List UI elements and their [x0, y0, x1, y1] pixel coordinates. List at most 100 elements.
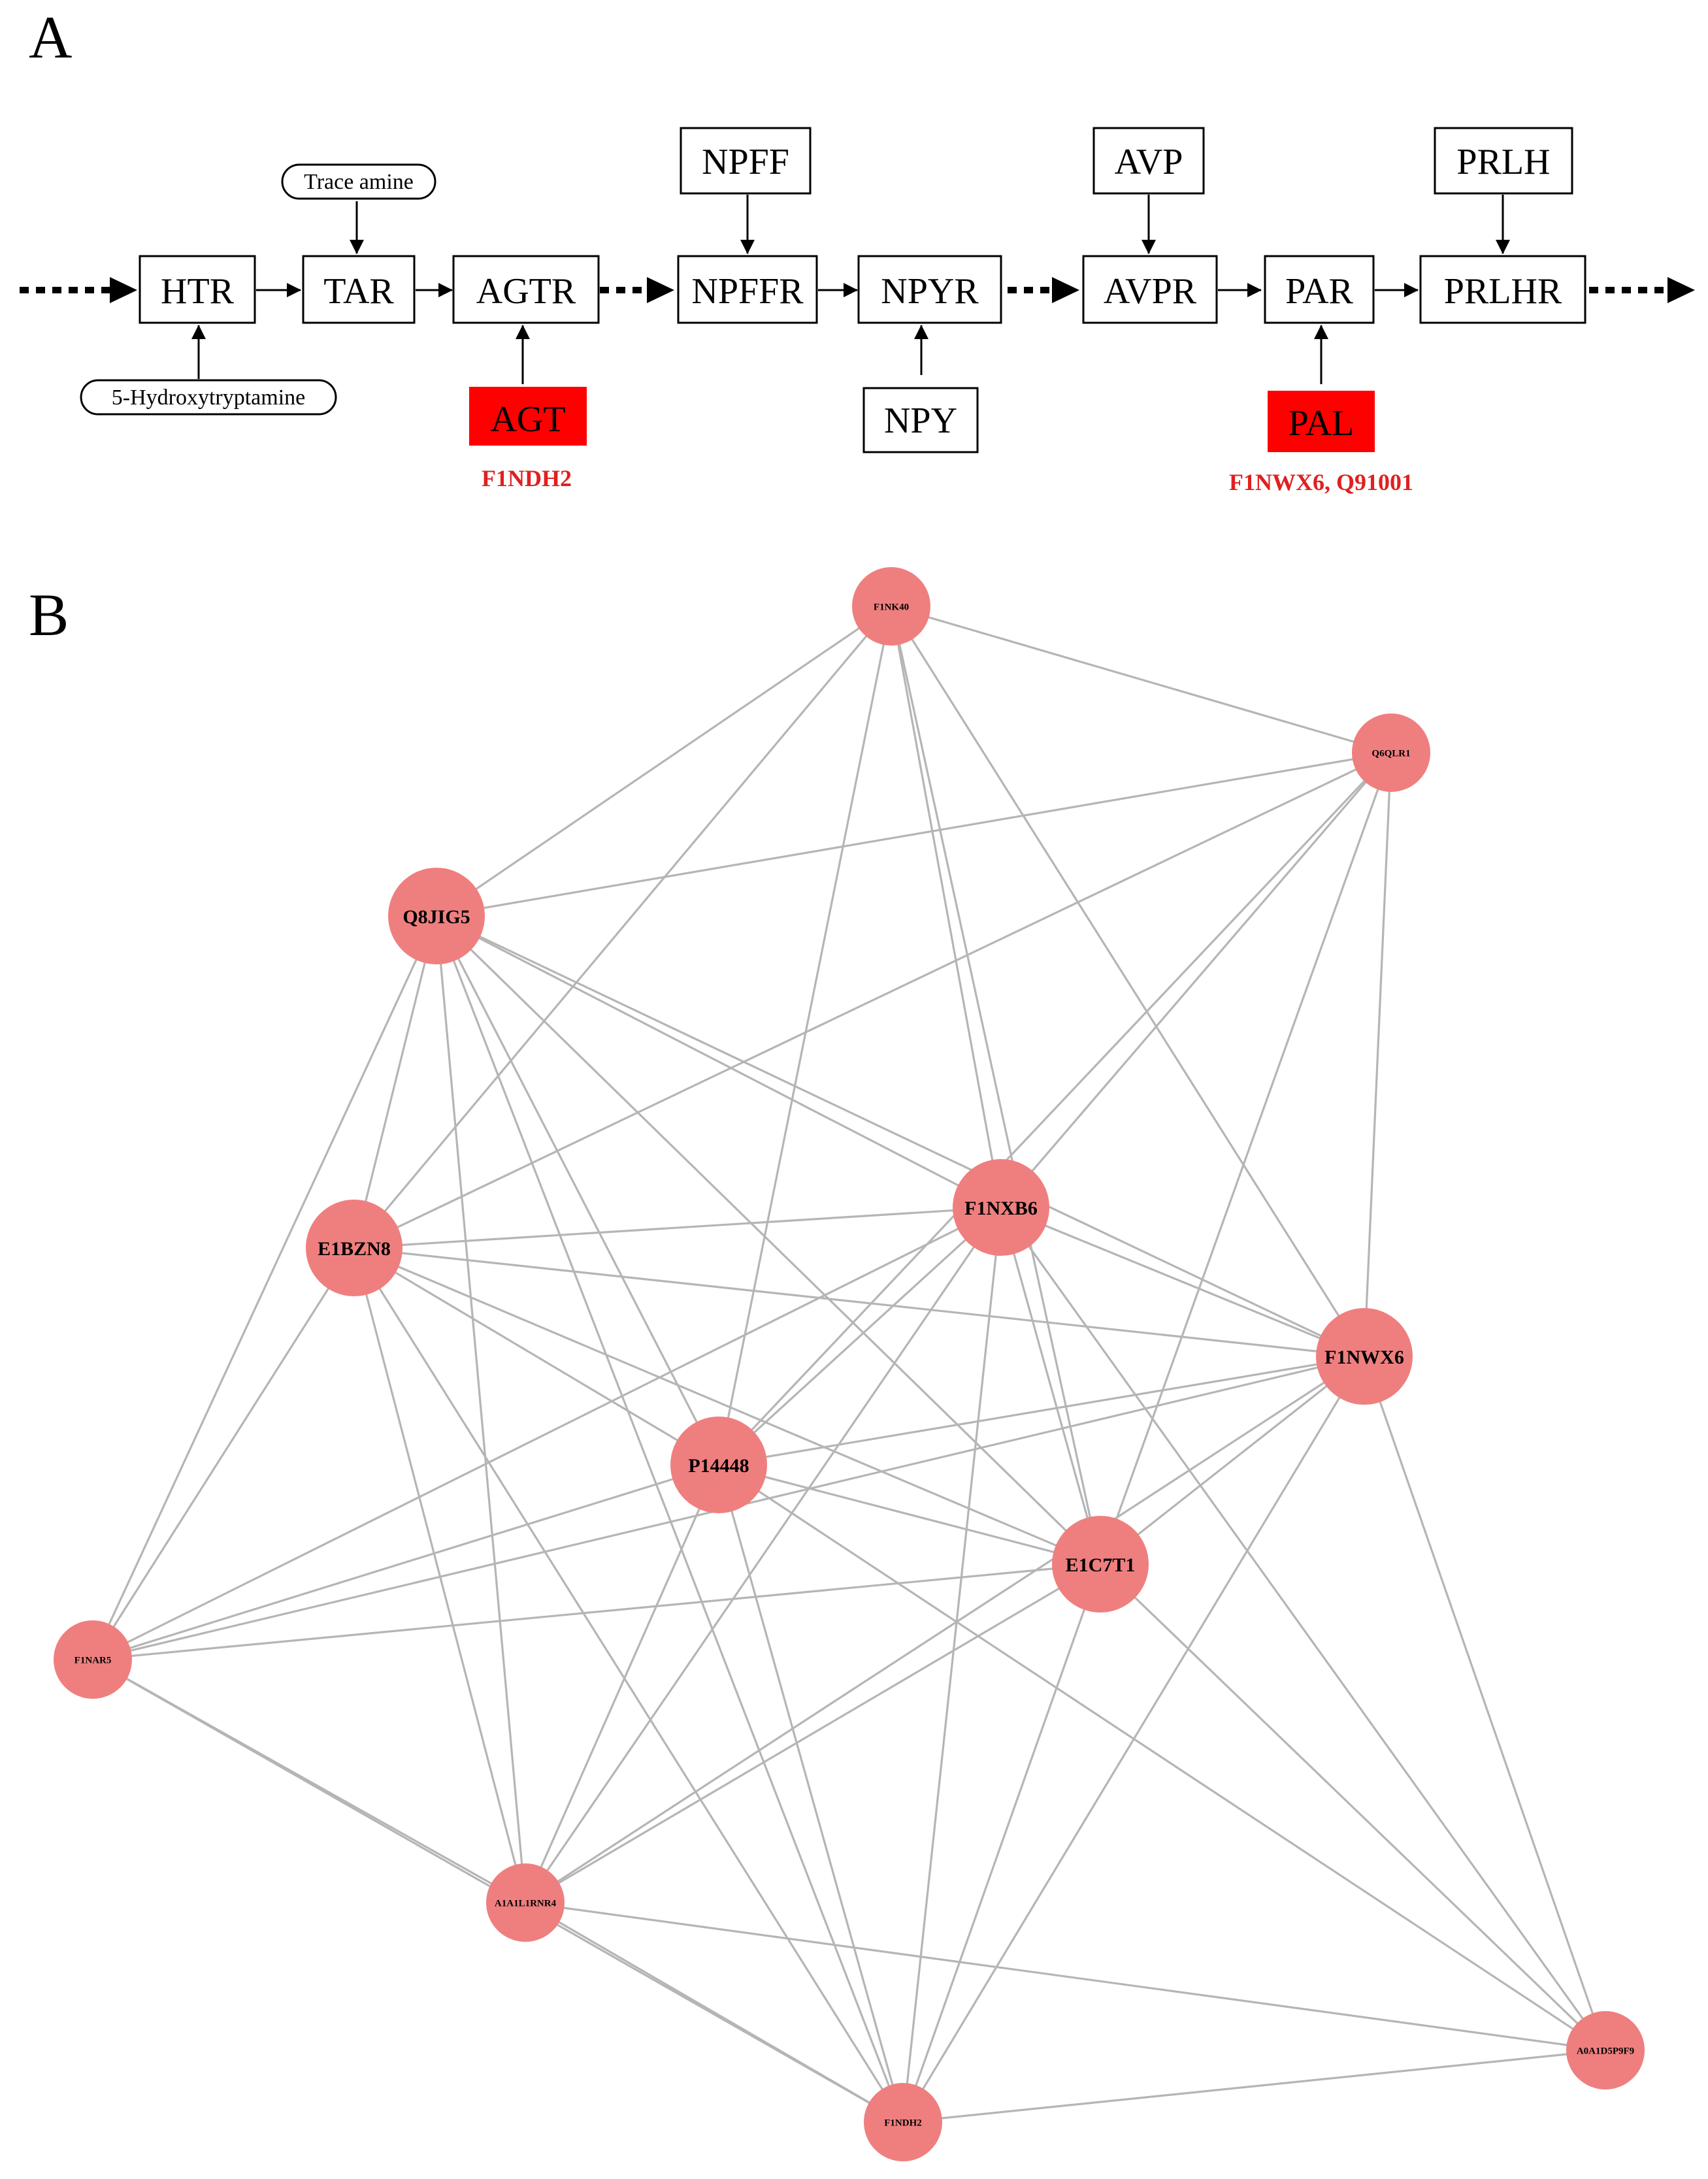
box-tar: TAR	[302, 255, 416, 324]
edge-p14448-f1nar5	[92, 1464, 719, 1661]
box-htr: HTR	[139, 255, 256, 324]
node-label-a0a1d5p9f9: A0A1D5P9F9	[1577, 2046, 1634, 2056]
edge-e1bzn8-f1nar5	[91, 1247, 355, 1660]
node-label-f1nwx6: F1NWX6	[1324, 1347, 1404, 1368]
box-npffr-label: NPFFR	[691, 271, 804, 312]
box-prlh: PRLH	[1434, 127, 1573, 195]
node-circle-f1nwx6	[1316, 1308, 1413, 1405]
edge-f1nwx6-e1c7t1	[1100, 1355, 1365, 1565]
box-agt-label: AGT	[490, 399, 565, 440]
panel-a-label: A	[29, 4, 72, 71]
edge-a1a1l1rnr4-f1ndh2	[525, 1901, 904, 2123]
edge-q8jig5-e1c7t1	[435, 915, 1102, 1565]
edge-f1nwx6-a1a1l1rnr4	[525, 1355, 1365, 1904]
edge-q8jig5-p14448	[435, 915, 720, 1466]
box-pal-highlighted: PAL	[1268, 391, 1375, 452]
box-npyr: NPYR	[857, 255, 1002, 324]
box-pal-label: PAL	[1289, 403, 1355, 444]
node-label-a1a1l1rnr4: A1A1L1RNR4	[495, 1898, 557, 1909]
node-label-f1nk40: F1NK40	[874, 602, 909, 612]
box-avpr: AVPR	[1082, 255, 1218, 324]
box-avpr-label: AVPR	[1104, 271, 1197, 312]
edge-q8jig5-f1nwx6	[436, 915, 1365, 1358]
edge-e1bzn8-e1c7t1	[353, 1247, 1101, 1565]
edge-f1nwx6-a0a1d5p9f9	[1363, 1356, 1607, 2051]
dotted-arrowhead-agtr-npffr	[647, 277, 674, 303]
edge-f1nxb6-e1c7t1	[1000, 1207, 1102, 1565]
node-circle-a0a1d5p9f9	[1566, 2011, 1645, 2089]
edge-q6qlr1-q8jig5	[436, 751, 1392, 917]
node-label-q6qlr1: Q6QLR1	[1371, 748, 1410, 759]
edge-a1a1l1rnr4-a0a1d5p9f9	[525, 1901, 1606, 2052]
accession-agt: F1NDH2	[482, 465, 572, 491]
edge-q6qlr1-p14448	[717, 751, 1392, 1466]
panel-b-label: B	[29, 582, 69, 648]
edge-e1c7t1-f1ndh2	[902, 1564, 1102, 2123]
box-agtr: AGTR	[452, 255, 600, 324]
edge-f1nk40-p14448	[717, 606, 893, 1466]
panel-a: A HTR TAR	[20, 4, 1695, 495]
box-npff-label: NPFF	[702, 142, 789, 182]
box-agtr-label: AGTR	[476, 271, 576, 312]
edge-f1nk40-f1nwx6	[890, 606, 1366, 1357]
box-npy-label: NPY	[884, 401, 957, 441]
node-q8jig5: Q8JIG5	[388, 868, 485, 964]
edge-e1c7t1-a1a1l1rnr4	[525, 1563, 1101, 1904]
edge-f1nk40-f1nxb6	[890, 606, 1002, 1208]
dotted-arrowhead-npyr-avpr	[1052, 277, 1079, 303]
box-tar-label: TAR	[323, 271, 394, 312]
node-f1nk40: F1NK40	[852, 567, 930, 646]
box-npff: NPFF	[680, 127, 812, 195]
node-circle-e1c7t1	[1052, 1516, 1149, 1613]
node-circle-p14448	[670, 1417, 767, 1513]
edge-q8jig5-f1nxb6	[436, 915, 1002, 1209]
edge-f1nxb6-f1nwx6	[1000, 1206, 1365, 1358]
edge-f1nk40-q6qlr1	[891, 605, 1392, 754]
dotted-arrowhead-end	[1667, 277, 1695, 303]
edge-p14448-e1c7t1	[718, 1464, 1101, 1565]
node-circle-q8jig5	[388, 868, 485, 964]
edge-p14448-f1ndh2	[717, 1464, 904, 2123]
box-par-label: PAR	[1285, 271, 1353, 312]
edge-f1nk40-e1bzn8	[353, 605, 893, 1249]
edge-f1nxb6-f1ndh2	[902, 1207, 1002, 2123]
edge-e1bzn8-a1a1l1rnr4	[353, 1247, 527, 1903]
node-circle-e1bzn8	[306, 1200, 402, 1296]
accession-pal: F1NWX6, Q91001	[1229, 469, 1413, 495]
edge-p14448-a1a1l1rnr4	[524, 1464, 720, 1903]
edge-q8jig5-f1ndh2	[435, 915, 904, 2123]
edge-f1nxb6-a0a1d5p9f9	[1000, 1207, 1607, 2051]
node-circle-f1ndh2	[864, 2083, 942, 2161]
node-f1nxb6: F1NXB6	[953, 1159, 1049, 1256]
pill-trace-amine-label: Trace amine	[304, 170, 414, 194]
box-par: PAR	[1264, 255, 1375, 324]
edge-q6qlr1-e1c7t1	[1099, 752, 1392, 1565]
edge-f1nk40-e1c7t1	[890, 606, 1102, 1565]
node-circle-f1nar5	[54, 1620, 132, 1699]
network-nodes: F1NK40Q6QLR1Q8JIG5F1NXB6E1BZN8F1NWX6P144…	[54, 567, 1645, 2161]
pill-5-hydroxytryptamine-label: 5-Hydroxytryptamine	[112, 385, 306, 410]
edge-e1bzn8-p14448	[353, 1247, 719, 1466]
box-avp-label: AVP	[1115, 142, 1183, 182]
edge-q8jig5-e1bzn8	[353, 915, 438, 1249]
pill-trace-amine: Trace amine	[281, 163, 436, 200]
edge-q8jig5-a1a1l1rnr4	[435, 915, 527, 1903]
edge-e1bzn8-f1nwx6	[353, 1247, 1365, 1358]
node-p14448: P14448	[670, 1417, 767, 1513]
box-htr-label: HTR	[161, 271, 235, 312]
box-prlhr: PRLHR	[1419, 255, 1586, 324]
box-prlh-label: PRLH	[1456, 142, 1550, 182]
node-q6qlr1: Q6QLR1	[1352, 713, 1430, 792]
panel-b: B F1NK40Q6QLR1Q8JIG5F1NXB6E1BZN8F1NWX6P1…	[29, 567, 1645, 2161]
node-label-e1c7t1: E1C7T1	[1066, 1554, 1136, 1576]
edge-e1c7t1-a0a1d5p9f9	[1099, 1563, 1607, 2052]
edge-f1ndh2-a0a1d5p9f9	[902, 2049, 1606, 2123]
node-label-e1bzn8: E1BZN8	[318, 1238, 391, 1260]
box-agt-highlighted: AGT	[469, 387, 587, 446]
edge-p14448-a0a1d5p9f9	[718, 1464, 1606, 2052]
node-f1ndh2: F1NDH2	[864, 2083, 942, 2161]
edge-f1nxb6-f1nar5	[92, 1206, 1002, 1661]
node-e1c7t1: E1C7T1	[1052, 1516, 1149, 1613]
edge-q8jig5-f1nar5	[91, 915, 438, 1660]
